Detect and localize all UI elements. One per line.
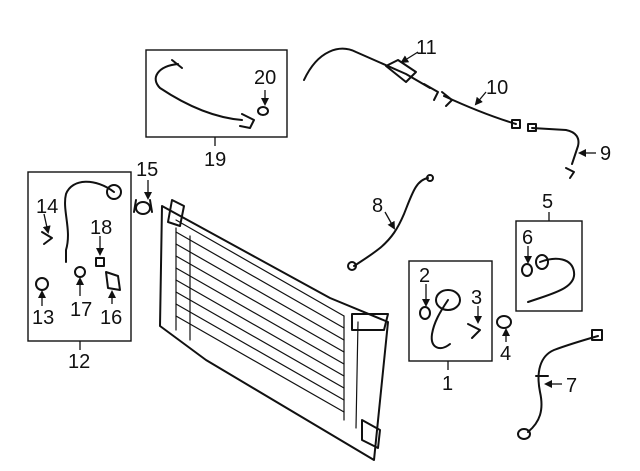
callout-14: 14: [36, 196, 58, 218]
hose-1: [430, 289, 461, 350]
o-ring-13: [35, 277, 49, 291]
callout-16: 16: [100, 307, 122, 329]
pipe-10: [441, 91, 521, 129]
callout-20: 20: [254, 67, 276, 89]
callout-19: 19: [204, 149, 226, 171]
group-box-19: [145, 49, 288, 138]
sensor-16: [105, 271, 121, 291]
o-ring-6: [521, 263, 533, 277]
clamp-14: [41, 231, 53, 245]
callout-15: 15: [136, 159, 158, 181]
pipe-8: [347, 174, 434, 271]
radiator: [159, 199, 389, 461]
callout-2: 2: [419, 265, 430, 287]
callout-13: 13: [32, 307, 54, 329]
callout-3: 3: [471, 287, 482, 309]
callout-7: 7: [566, 375, 577, 397]
pipe-9: [527, 123, 580, 179]
callout-4: 4: [500, 343, 511, 365]
hose-7: [517, 329, 603, 440]
hose-11: [303, 47, 439, 101]
callout-17: 17: [70, 299, 92, 321]
callout-11: 11: [416, 37, 437, 59]
callout-18: 18: [90, 217, 112, 239]
hose-12: [64, 180, 122, 263]
clip-18: [95, 257, 105, 267]
group-box-1: [408, 260, 493, 362]
o-ring-17: [74, 266, 86, 278]
callout-10: 10: [486, 77, 508, 99]
o-ring-2: [419, 306, 431, 320]
callout-6: 6: [522, 227, 533, 249]
callout-1: 1: [442, 373, 453, 395]
clamp-4: [496, 315, 512, 329]
callout-12: 12: [68, 351, 90, 373]
hose-5: [527, 254, 576, 303]
clamp-3: [467, 323, 481, 339]
callout-8: 8: [372, 195, 383, 217]
clip-15: [133, 199, 153, 215]
callout-9: 9: [600, 143, 611, 165]
callout-5: 5: [542, 191, 553, 213]
o-ring-20: [257, 106, 269, 116]
hose-19: [154, 59, 255, 129]
